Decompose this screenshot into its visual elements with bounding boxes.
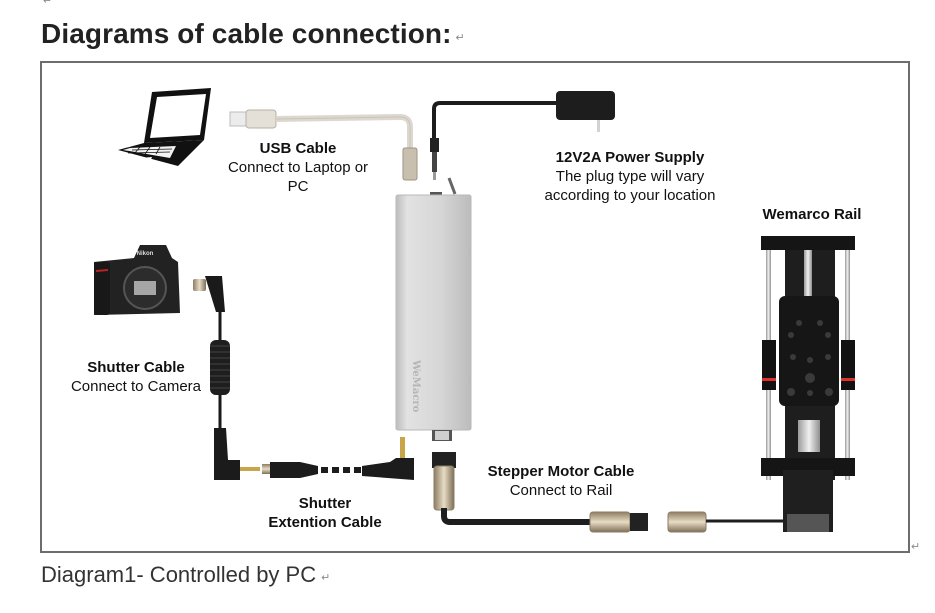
power-supply-desc-1: The plug type will vary bbox=[555, 168, 705, 185]
paragraph-mark: ↵ bbox=[321, 572, 331, 584]
usb-cable-label: USB Cable Connect to Laptop or PC bbox=[220, 139, 376, 196]
controller-box-image: WeMacro bbox=[395, 177, 472, 441]
page-heading: Diagrams of cable connection:↵ bbox=[41, 18, 465, 50]
controller-brand-label: WeMacro bbox=[410, 359, 421, 413]
power-supply-label: 12V2A Power Supply The plug type will va… bbox=[530, 148, 730, 205]
shutter-extension-title-1: Shutter bbox=[298, 495, 352, 512]
shutter-extension-label: Shutter Extention Cable bbox=[255, 494, 395, 532]
laptop-icon bbox=[118, 88, 211, 166]
camera-brand-label: Nikon bbox=[137, 251, 154, 257]
caption-text: Diagram1- Controlled by PC bbox=[41, 562, 317, 587]
rail-image bbox=[761, 236, 855, 532]
paragraph-mark: ↵ bbox=[43, 0, 53, 7]
rail-title: Wemarco Rail bbox=[762, 206, 862, 223]
camera-icon: Nikon bbox=[94, 245, 180, 315]
stepper-motor-cable-label: Stepper Motor Cable Connect to Rail bbox=[476, 462, 646, 500]
stepper-motor-cable-title: Stepper Motor Cable bbox=[487, 463, 635, 480]
stepper-motor-cable-image bbox=[432, 452, 790, 533]
shutter-cable-image bbox=[193, 276, 260, 480]
shutter-cable-title: Shutter Cable bbox=[87, 359, 185, 376]
shutter-cable-desc: Connect to Camera bbox=[70, 378, 202, 395]
shutter-extension-cable-image bbox=[262, 437, 414, 480]
stepper-motor-cable-desc: Connect to Rail bbox=[509, 482, 613, 499]
rail-label: Wemarco Rail bbox=[752, 205, 872, 224]
paragraph-mark: ↵ bbox=[455, 32, 465, 44]
paragraph-mark: ↵ bbox=[911, 541, 921, 553]
heading-text: Diagrams of cable connection: bbox=[41, 18, 452, 49]
usb-cable-desc-2: PC bbox=[287, 178, 309, 195]
shutter-extension-title-2: Extention Cable bbox=[268, 514, 382, 531]
power-supply-image bbox=[430, 91, 615, 180]
usb-cable-desc-1: Connect to Laptop or bbox=[227, 159, 369, 176]
usb-cable-title: USB Cable bbox=[259, 140, 337, 157]
figure-caption: Diagram1- Controlled by PC ↵ bbox=[41, 562, 330, 588]
usb-cable-image bbox=[229, 109, 418, 181]
power-supply-desc-2: according to your location bbox=[544, 187, 716, 204]
power-supply-title: 12V2A Power Supply bbox=[555, 149, 705, 166]
shutter-cable-label: Shutter Cable Connect to Camera bbox=[62, 358, 210, 396]
